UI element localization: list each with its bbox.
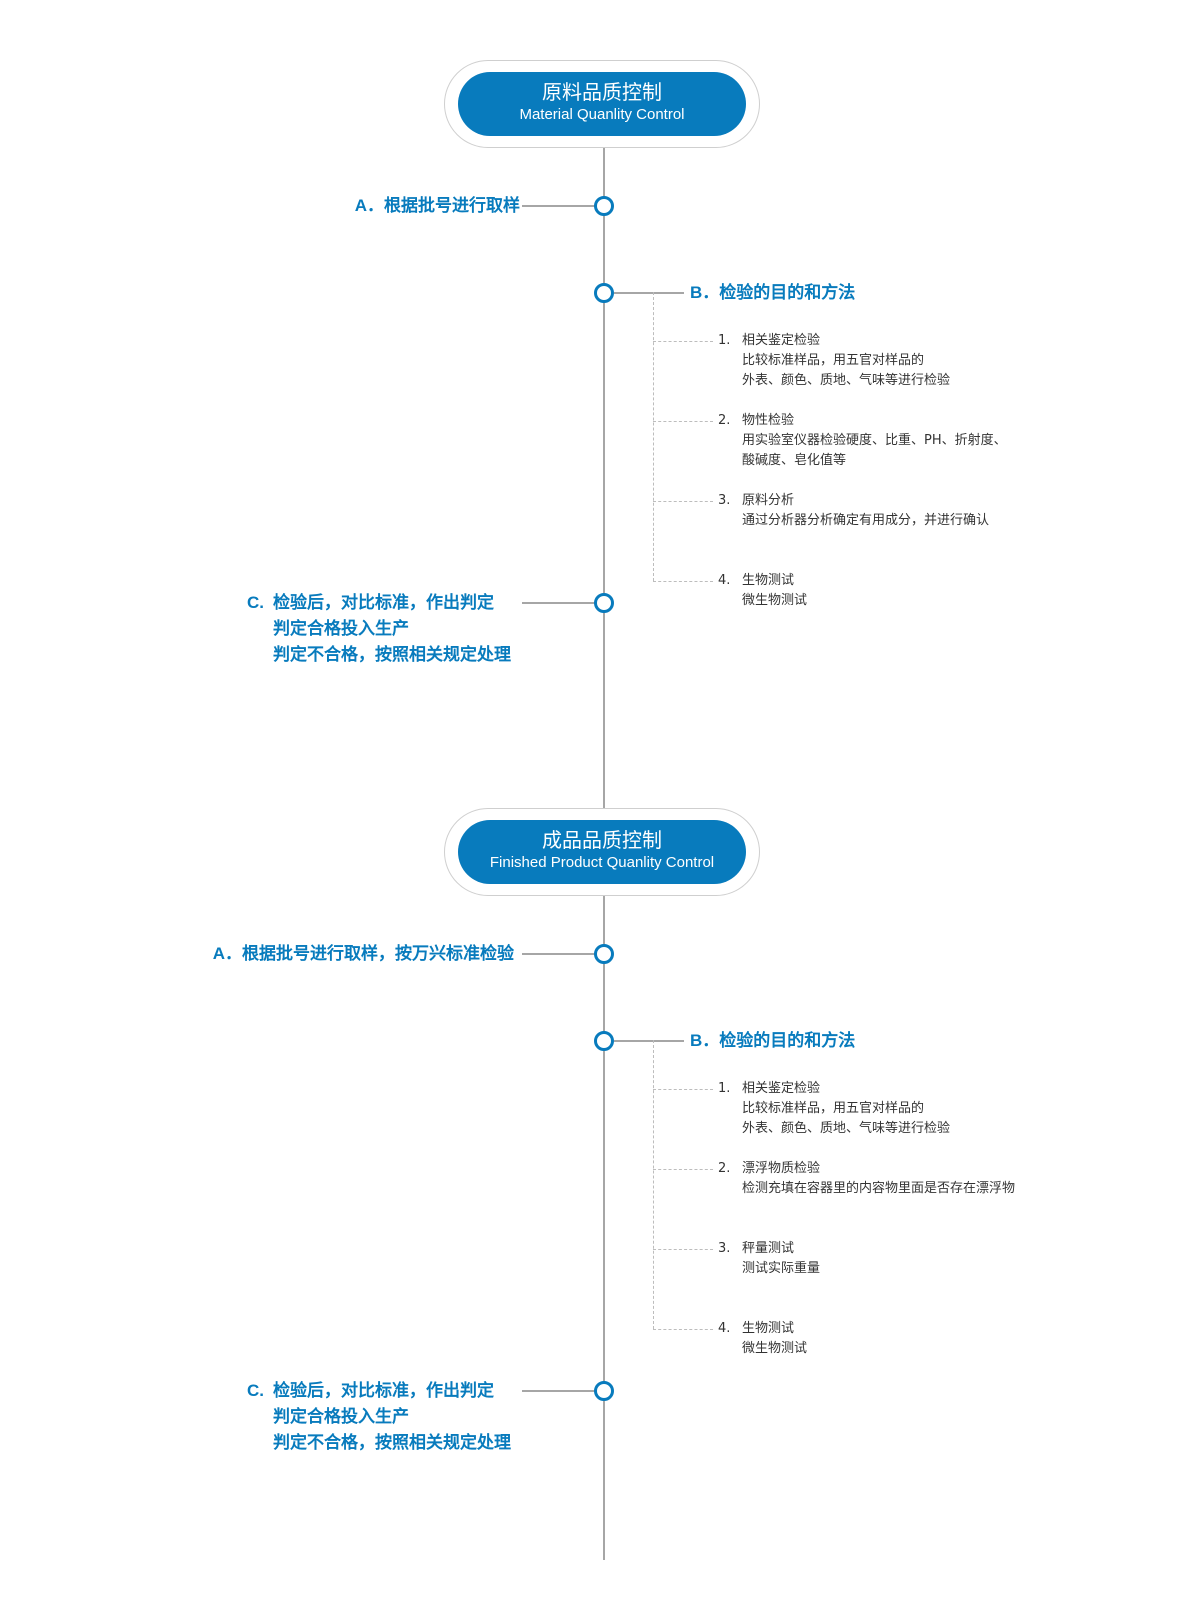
section-title-en: Finished Product Quanlity Control <box>489 854 715 871</box>
substep-connector <box>653 421 713 422</box>
substep-desc: 外表、颜色、质地、气味等进行检验 <box>742 1121 951 1136</box>
step-text: 根据批号进行取样 <box>384 196 520 216</box>
timeline-node <box>594 196 614 216</box>
step-letter: B． <box>690 283 720 302</box>
section-title-cn: 原料品质控制 <box>542 80 662 104</box>
substep-desc: 比较标准样品，用五官对样品的 <box>742 353 925 368</box>
substep-desc: 检测充填在容器里的内容物里面是否存在漂浮物 <box>742 1181 1016 1196</box>
connector-line <box>614 1040 684 1042</box>
section-header-material: 原料品质控制 Material Quanlity Control <box>458 72 746 136</box>
step-a-label: A．根据批号进行取样 <box>355 193 520 219</box>
substep-item: 3. 原料分析 通过分析器分析确定有用成分，并进行确认 <box>718 491 1058 531</box>
substep-number: 2. <box>718 413 731 428</box>
substep-number: 1. <box>718 333 731 348</box>
substep-desc: 用实验室仪器检验硬度、比重、PH、折射度、 <box>742 433 1007 448</box>
section-title-cn: 成品品质控制 <box>542 828 662 852</box>
substep-item: 1. 相关鉴定检验 比较标准样品，用五官对样品的 外表、颜色、质地、气味等进行检… <box>718 331 1058 391</box>
step-letter: A． <box>354 196 384 215</box>
substep-connector <box>653 1169 713 1170</box>
substep-item: 1. 相关鉴定检验 比较标准样品，用五官对样品的 外表、颜色、质地、气味等进行检… <box>718 1079 1058 1139</box>
substep-item: 2. 物性检验 用实验室仪器检验硬度、比重、PH、折射度、 酸碱度、皂化值等 <box>718 411 1058 471</box>
connector-line <box>522 953 597 955</box>
substep-connector <box>653 1249 713 1250</box>
substep-desc: 微生物测试 <box>742 593 808 608</box>
substep-number: 4. <box>718 573 731 588</box>
substep-title: 漂浮物质检验 <box>742 1161 821 1176</box>
substep-connector <box>653 1329 713 1330</box>
substep-title: 相关鉴定检验 <box>742 1081 821 1096</box>
step-b-label: B．检验的目的和方法 <box>690 280 855 306</box>
substep-item: 2. 漂浮物质检验 检测充填在容器里的内容物里面是否存在漂浮物 <box>718 1159 1058 1199</box>
substep-connector <box>653 581 713 582</box>
step-c-line: 判定不合格，按照相关规定处理 <box>273 645 511 665</box>
substep-title: 秤量测试 <box>742 1241 795 1256</box>
substep-desc: 外表、颜色、质地、气味等进行检验 <box>742 373 951 388</box>
substep-desc: 比较标准样品，用五官对样品的 <box>742 1101 925 1116</box>
substep-connector <box>653 341 713 342</box>
connector-line <box>522 1390 597 1392</box>
substep-desc: 测试实际重量 <box>742 1261 821 1276</box>
substep-title: 生物测试 <box>742 573 795 588</box>
substep-title: 物性检验 <box>742 413 795 428</box>
step-text: 检验的目的和方法 <box>719 1031 856 1051</box>
connector-line <box>614 292 684 294</box>
timeline-node <box>594 593 614 613</box>
substep-item: 4. 生物测试 微生物测试 <box>718 571 1058 611</box>
substep-desc: 通过分析器分析确定有用成分，并进行确认 <box>742 513 990 528</box>
substep-number: 1. <box>718 1081 731 1096</box>
section-header-finished: 成品品质控制 Finished Product Quanlity Control <box>458 820 746 884</box>
substep-number: 3. <box>718 493 731 508</box>
step-c-line: 检验后，对比标准，作出判定 <box>273 593 494 613</box>
connector-line <box>522 602 597 604</box>
step-letter: C. <box>247 593 264 612</box>
substep-bracket <box>653 292 654 581</box>
step-c-label: C. 检验后，对比标准，作出判定 判定合格投入生产 判定不合格，按照相关规定处理 <box>247 1378 517 1458</box>
timeline-node <box>594 1381 614 1401</box>
substep-number: 2. <box>718 1161 731 1176</box>
step-letter: A． <box>212 944 242 963</box>
substep-title: 生物测试 <box>742 1321 795 1336</box>
step-text: 检验的目的和方法 <box>719 283 856 303</box>
connector-line <box>522 205 597 207</box>
substep-title: 原料分析 <box>742 493 795 508</box>
section-title-en: Material Quanlity Control <box>519 106 685 123</box>
step-c-line: 判定合格投入生产 <box>273 619 409 639</box>
step-c-line: 判定合格投入生产 <box>273 1407 409 1427</box>
substep-connector <box>653 1089 713 1090</box>
substep-item: 4. 生物测试 微生物测试 <box>718 1319 1058 1359</box>
substep-desc: 酸碱度、皂化值等 <box>742 453 847 468</box>
substep-item: 3. 秤量测试 测试实际重量 <box>718 1239 1058 1279</box>
step-c-line: 判定不合格，按照相关规定处理 <box>273 1433 511 1453</box>
substep-number: 3. <box>718 1241 731 1256</box>
substep-number: 4. <box>718 1321 731 1336</box>
timeline-node <box>594 1031 614 1051</box>
substep-bracket <box>653 1040 654 1329</box>
step-a-label: A．根据批号进行取样，按万兴标准检验 <box>213 941 514 967</box>
substep-desc: 微生物测试 <box>742 1341 808 1356</box>
timeline-node <box>594 283 614 303</box>
step-letter: C. <box>247 1381 264 1400</box>
substep-connector <box>653 501 713 502</box>
step-c-label: C. 检验后，对比标准，作出判定 判定合格投入生产 判定不合格，按照相关规定处理 <box>247 590 517 670</box>
timeline-node <box>594 944 614 964</box>
step-b-label: B．检验的目的和方法 <box>690 1028 855 1054</box>
step-c-line: 检验后，对比标准，作出判定 <box>273 1381 494 1401</box>
step-letter: B． <box>690 1031 720 1050</box>
substep-title: 相关鉴定检验 <box>742 333 821 348</box>
step-text: 根据批号进行取样，按万兴标准检验 <box>242 944 514 964</box>
